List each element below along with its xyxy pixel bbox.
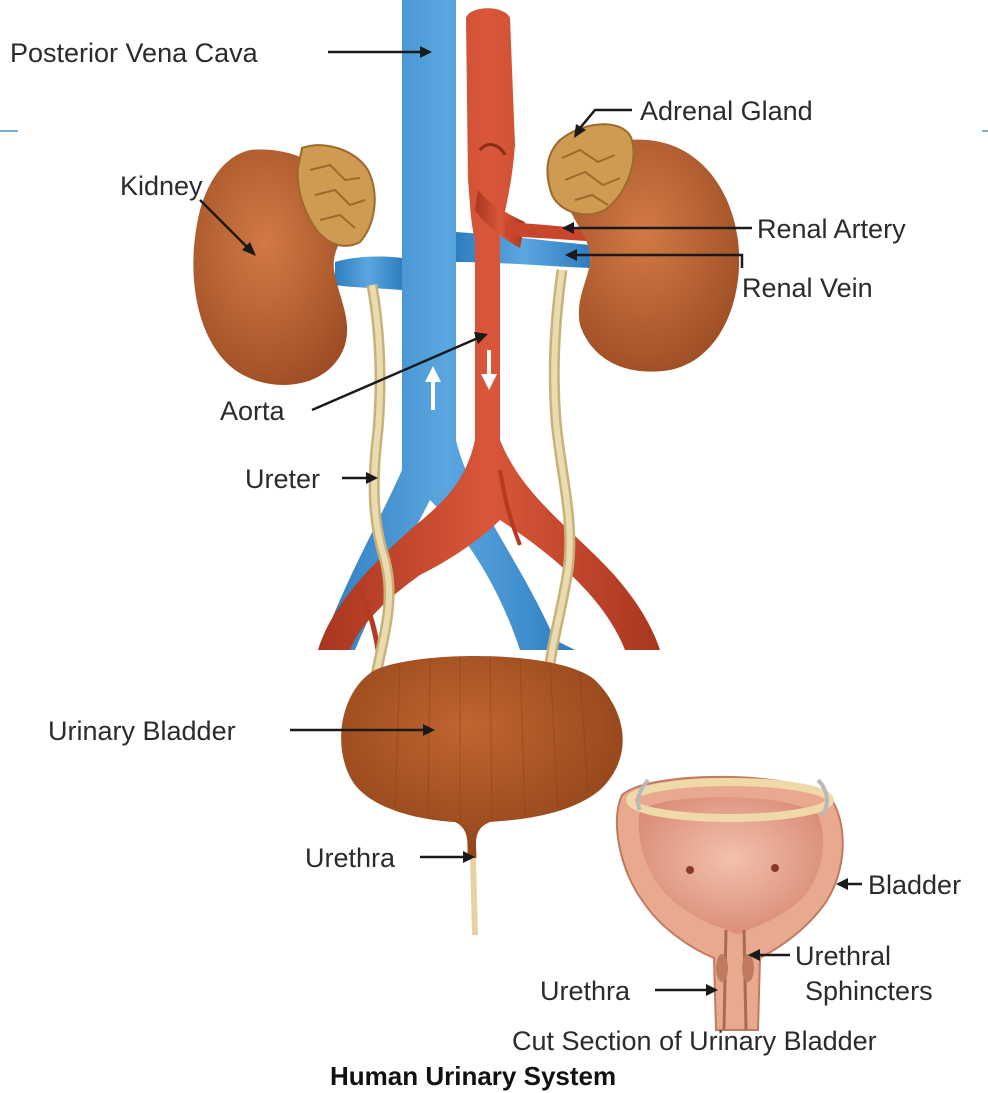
left-ureter <box>372 285 389 680</box>
label-renal-artery: Renal Artery <box>757 214 906 244</box>
label-urinary-bladder: Urinary Bladder <box>48 716 236 746</box>
label-renal-vein: Renal Vein <box>742 273 873 303</box>
label-ureter: Ureter <box>245 464 320 494</box>
label-cut-section-caption: Cut Section of Urinary Bladder <box>512 1026 877 1056</box>
right-ureter <box>548 270 570 680</box>
diagram-title: Human Urinary System <box>330 1061 616 1091</box>
label-bladder: Bladder <box>868 870 961 900</box>
label-urethral-sphincters-line2: Sphincters <box>805 976 933 1006</box>
urinary-bladder <box>341 656 623 935</box>
label-adrenal-gland: Adrenal Gland <box>640 96 813 126</box>
label-posterior-vena-cava: Posterior Vena Cava <box>10 38 259 68</box>
label-urethra: Urethra <box>305 843 396 873</box>
label-aorta: Aorta <box>220 396 286 426</box>
label-kidney: Kidney <box>120 171 203 201</box>
label-urethra-section: Urethra <box>540 976 631 1006</box>
label-urethral-sphincters-line1: Urethral <box>795 941 891 971</box>
